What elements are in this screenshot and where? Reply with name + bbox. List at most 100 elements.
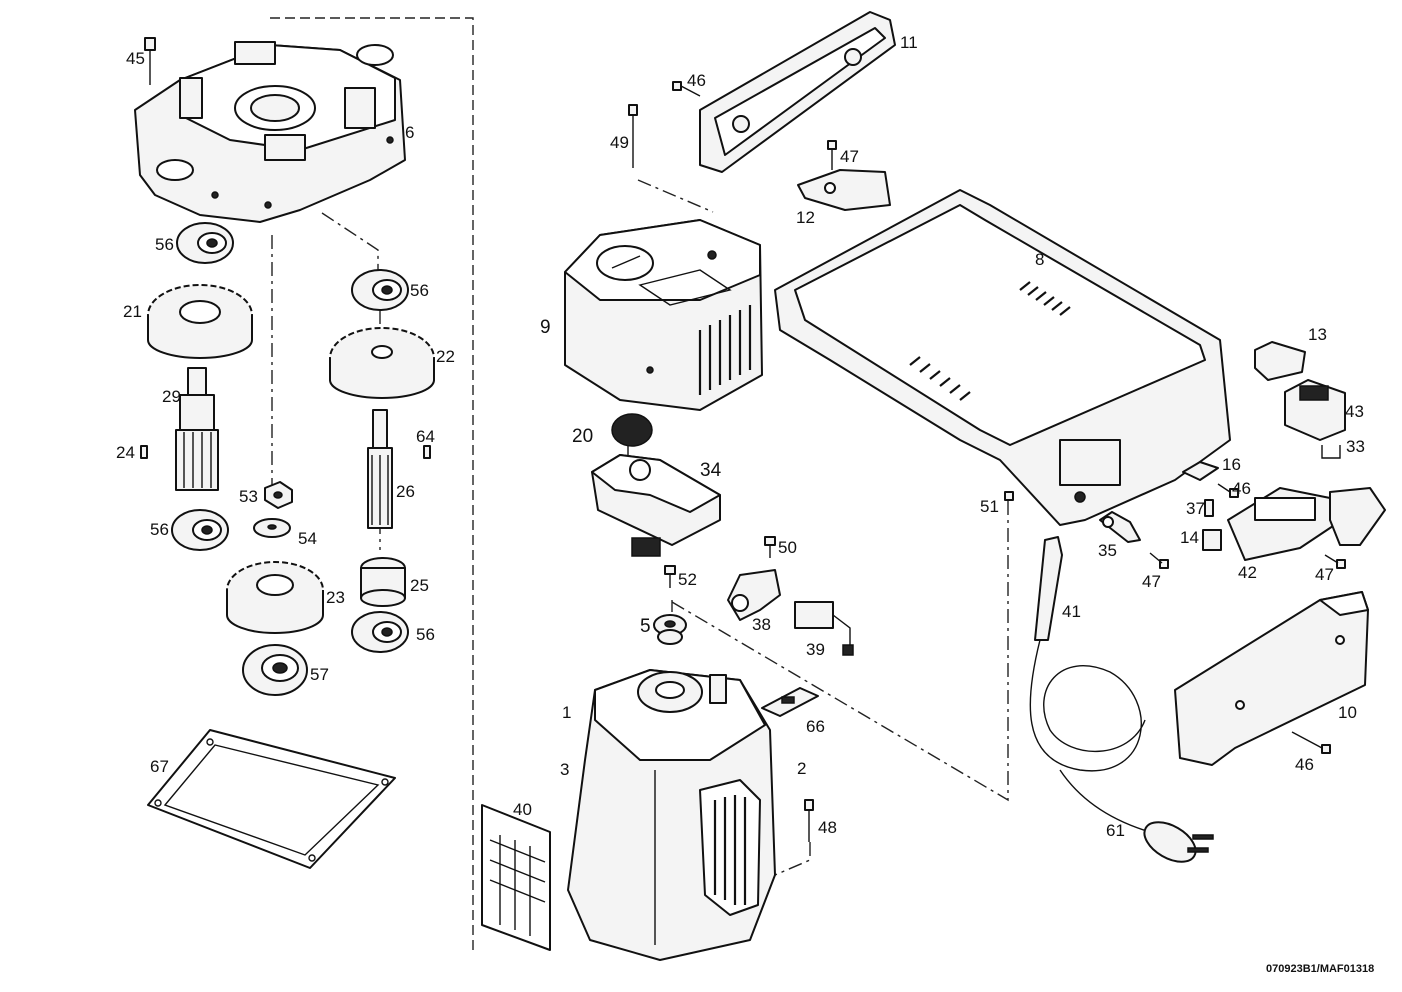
- part-label: 52: [678, 570, 697, 589]
- carbon-brush-part: [794, 601, 854, 656]
- part-label: 53: [239, 487, 258, 506]
- part-label: 2: [797, 759, 806, 778]
- washer-part: [253, 518, 291, 538]
- part-label: 21: [123, 302, 142, 321]
- part-label: 20: [572, 426, 593, 447]
- part-label: 46: [1295, 755, 1314, 774]
- part-label: 13: [1308, 325, 1327, 344]
- bearing-part: [351, 269, 409, 311]
- clamp-plate-part: [797, 169, 891, 211]
- knob-part: [611, 413, 653, 465]
- nut-part: [264, 481, 293, 509]
- screw-part: [1291, 731, 1331, 754]
- part-label: 67: [150, 757, 169, 776]
- screw-part: [628, 104, 638, 168]
- clip-part: [1321, 445, 1341, 459]
- part-label: 34: [700, 460, 722, 481]
- part-label: 26: [396, 482, 415, 501]
- part-label: 45: [126, 49, 145, 68]
- part-label: 9: [540, 317, 551, 338]
- drive-shaft-part: [367, 409, 393, 529]
- part-label: 66: [806, 717, 825, 736]
- part-label: 46: [687, 71, 706, 90]
- part-label: 54: [298, 529, 317, 548]
- part-label: 24: [116, 443, 135, 462]
- part-label: 22: [436, 347, 455, 366]
- part-label: 16: [1222, 455, 1241, 474]
- gear-part: [329, 327, 435, 399]
- part-label: 39: [806, 640, 825, 659]
- part-label: 50: [778, 538, 797, 557]
- part-label: 48: [818, 818, 837, 837]
- handle-grip-part: [1174, 591, 1369, 766]
- screw-part: [827, 140, 837, 170]
- part-label: 5: [640, 616, 651, 637]
- part-label: 33: [1346, 437, 1365, 456]
- part-label: 56: [150, 520, 169, 539]
- gasket-part: [147, 729, 396, 869]
- part-label: 49: [610, 133, 629, 152]
- switch-cap-part: [1254, 341, 1306, 381]
- switch-body-part: [1227, 487, 1386, 561]
- part-label: 11: [900, 33, 918, 52]
- screw-part: [764, 536, 776, 558]
- screw-part: [672, 81, 701, 97]
- pinion-shaft-part: [175, 367, 219, 491]
- screw-part: [1217, 483, 1239, 498]
- part-label: 37: [1186, 499, 1205, 518]
- rating-label-part: [481, 804, 551, 951]
- part-label: 47: [840, 147, 859, 166]
- motor-cover-part: [564, 219, 763, 411]
- gear-part: [226, 561, 324, 634]
- part-label: 46: [1232, 479, 1251, 498]
- pinion-part: [360, 557, 406, 607]
- screw-part: [664, 565, 676, 588]
- part-label: 47: [1315, 565, 1334, 584]
- part-label: 10: [1338, 703, 1357, 722]
- part-label: 56: [416, 625, 435, 644]
- part-label: 1: [562, 703, 571, 722]
- spring-part: [1204, 499, 1214, 517]
- micro-switch-part: [1202, 529, 1222, 551]
- power-cable-part: [1029, 536, 1214, 863]
- gear-housing-part: [134, 41, 406, 223]
- part-number-labels: 45 6 56 56 21 22 29 64 24 26 53 56 54 25…: [116, 33, 1365, 840]
- part-label: 3: [560, 760, 569, 779]
- part-label: 64: [416, 427, 435, 446]
- motor-housing-part: [567, 669, 776, 961]
- handle-frame-part: [774, 189, 1231, 526]
- part-label: 38: [752, 615, 771, 634]
- part-label: 14: [1180, 528, 1199, 547]
- screw-part: [1149, 552, 1169, 569]
- part-label: 35: [1098, 541, 1117, 560]
- micro-switch-part: [1182, 461, 1219, 481]
- gear-part: [147, 284, 253, 359]
- bearing-part: [176, 222, 234, 264]
- cable-clamp-part: [1099, 511, 1141, 543]
- assembly-guide-lines: [270, 17, 1009, 950]
- brush-holder-part: [727, 569, 781, 621]
- part-label: 56: [410, 281, 429, 300]
- part-label: 42: [1238, 563, 1257, 582]
- part-label: 12: [796, 208, 815, 227]
- screw-part: [804, 799, 814, 842]
- switch-part: [1284, 379, 1346, 441]
- bearing-part: [171, 509, 229, 551]
- part-label: 43: [1345, 402, 1364, 421]
- part-label: 51: [980, 497, 999, 516]
- pin-part: [140, 445, 431, 459]
- screw-part: [1004, 491, 1014, 501]
- part-label: 6: [405, 123, 414, 142]
- part-label: 8: [1035, 250, 1044, 269]
- control-module-part: [591, 454, 721, 557]
- part-label: 57: [310, 665, 329, 684]
- bearing-part: [242, 644, 308, 696]
- part-label: 41: [1062, 602, 1081, 621]
- handle-cap-part: [699, 11, 896, 173]
- grommet-part: [653, 614, 687, 645]
- part-label: 25: [410, 576, 429, 595]
- part-label: 56: [155, 235, 174, 254]
- part-label: 61: [1106, 821, 1125, 840]
- part-label: 29: [162, 387, 181, 406]
